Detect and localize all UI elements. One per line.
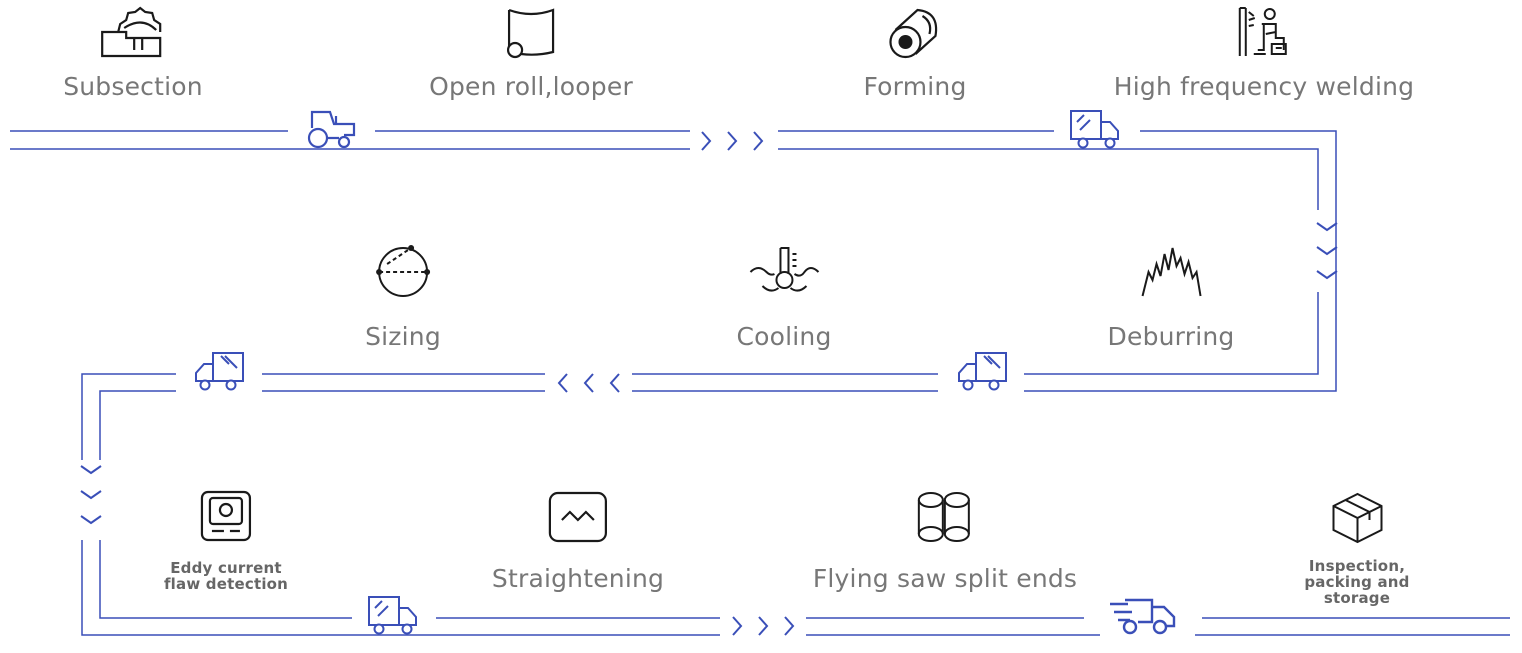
track-row1-outer — [10, 130, 1337, 460]
step-label: Deburring — [1107, 322, 1235, 351]
step-inspection: Inspection, packing and storage — [1275, 490, 1440, 606]
step-label: Straightening — [491, 564, 665, 593]
chevrons-left-icon — [557, 373, 620, 393]
step-eddy: Eddy current flaw detection — [164, 490, 288, 592]
step-label: Sizing — [365, 322, 441, 351]
track-left-outer — [81, 540, 1510, 636]
step-sizing: Sizing — [365, 244, 441, 351]
sizing-circle-icon — [376, 245, 430, 297]
track-left-inner — [99, 540, 1510, 619]
chevrons-down-icon — [80, 465, 102, 525]
saw-blade-icon — [100, 6, 162, 58]
tractor-icon — [307, 110, 356, 149]
truck-icon — [958, 352, 1007, 391]
step-flying-saw: Flying saw split ends — [813, 490, 1077, 593]
box-icon — [1332, 492, 1382, 544]
step-straightening: Straightening — [492, 490, 664, 593]
truck-icon — [195, 352, 244, 391]
detector-screen-icon — [200, 490, 252, 542]
step-label: Open roll,looper — [429, 72, 633, 101]
welder-icon — [1238, 7, 1287, 56]
chevrons-down-icon — [1316, 222, 1338, 280]
step-label: Eddy current flaw detection — [163, 559, 289, 593]
burr-flame-icon — [1142, 247, 1202, 297]
step-label: Subsection — [63, 72, 203, 101]
wave-panel-icon — [548, 491, 608, 543]
step-cooling: Cooling — [736, 244, 831, 351]
step-forming: Forming — [863, 6, 966, 101]
cylinders-icon — [917, 492, 970, 542]
delivery-truck-icon — [1110, 598, 1176, 635]
step-subsection: Subsection — [63, 6, 203, 101]
track-row1-inner — [10, 148, 1319, 460]
chevrons-right-icon — [732, 616, 795, 636]
step-label: Inspection, packing and storage — [1304, 557, 1410, 607]
coil-icon — [888, 8, 937, 59]
sheet-roll-icon — [506, 8, 555, 59]
chevrons-right-icon — [701, 131, 764, 151]
step-deburring: Deburring — [1108, 244, 1235, 351]
step-open-roll: Open roll,looper — [429, 6, 633, 101]
step-label: Flying saw split ends — [812, 564, 1078, 593]
step-label: Forming — [863, 72, 967, 101]
thermometer-water-icon — [749, 247, 819, 292]
truck-icon — [368, 596, 417, 635]
truck-icon — [1070, 110, 1119, 149]
step-welding: High frequency welding — [1114, 6, 1414, 101]
step-label: Cooling — [736, 322, 832, 351]
step-label: High frequency welding — [1113, 72, 1415, 101]
